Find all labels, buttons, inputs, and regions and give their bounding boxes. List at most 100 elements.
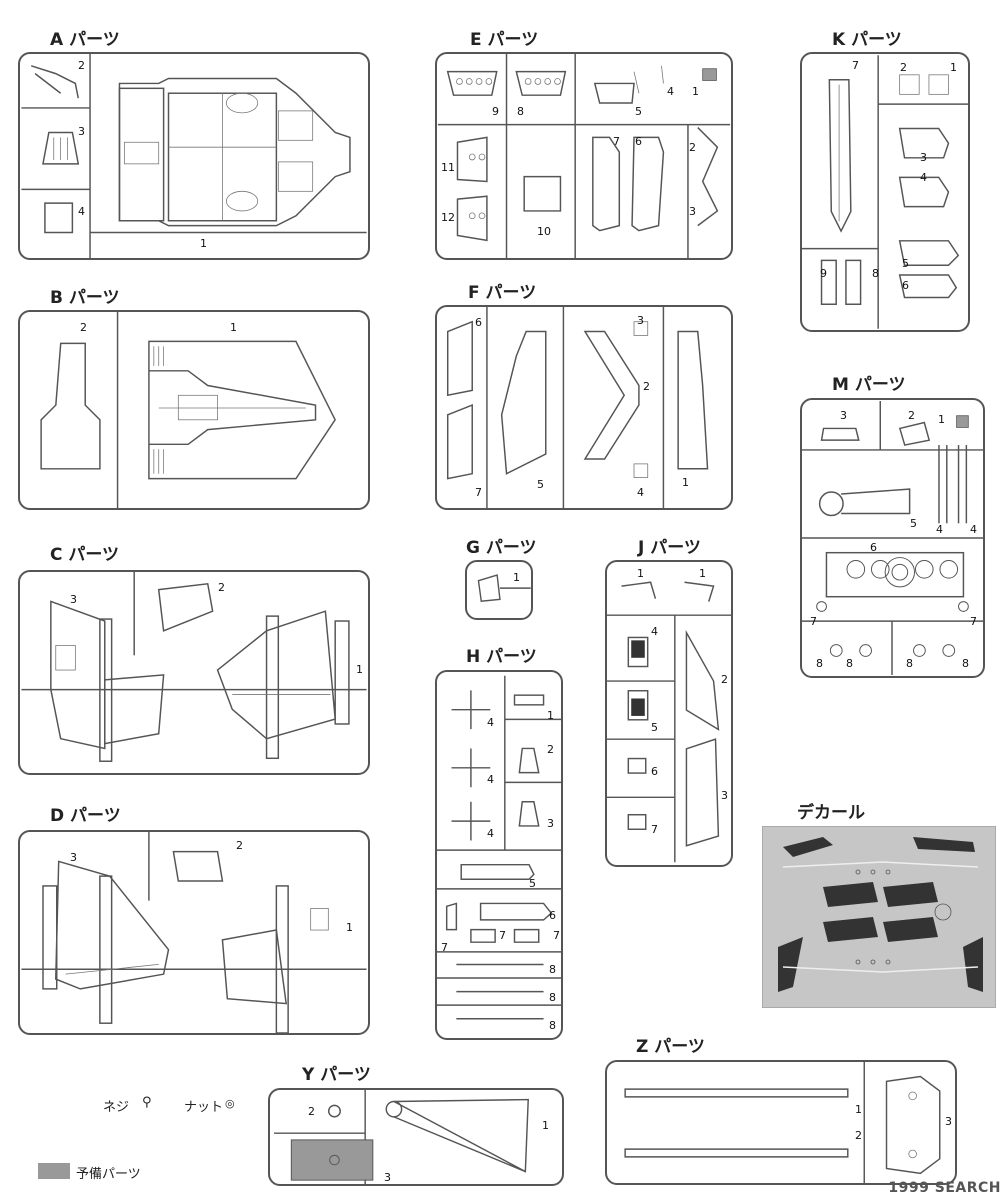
part-number: 8 <box>872 267 879 280</box>
part-number: 3 <box>78 125 85 138</box>
part-number: 4 <box>651 625 658 638</box>
part-number: 6 <box>549 909 556 922</box>
runner-d-drawing <box>21 832 367 1034</box>
part-number: 8 <box>549 991 556 1004</box>
part-number: 5 <box>910 517 917 530</box>
part-number: 3 <box>721 789 728 802</box>
part-number: 8 <box>846 657 853 670</box>
part-number: 3 <box>840 409 847 422</box>
part-number: 6 <box>651 765 658 778</box>
part-number: 8 <box>517 105 524 118</box>
decal-sheet <box>762 826 996 1008</box>
part-number: 8 <box>906 657 913 670</box>
legend-nut-label: ナット <box>184 1100 224 1115</box>
title-g-parts: G パーツ <box>466 538 537 558</box>
runner-c: 3 2 1 <box>18 570 370 775</box>
part-number: 1 <box>699 567 706 580</box>
part-number: 2 <box>855 1129 862 1142</box>
part-number: 2 <box>78 59 85 72</box>
runner-y: 2 1 3 <box>268 1088 564 1186</box>
screw-icon: ⚲ <box>142 1095 152 1110</box>
title-m-parts: M パーツ <box>832 375 906 395</box>
part-number: 5 <box>529 877 536 890</box>
nut-icon: ◎ <box>225 1097 235 1110</box>
part-number: 7 <box>810 615 817 628</box>
part-number: 6 <box>902 279 909 292</box>
title-c-parts: C パーツ <box>50 545 120 565</box>
part-number: 3 <box>689 205 696 218</box>
part-number: 1 <box>938 413 945 426</box>
part-number: 7 <box>613 135 620 148</box>
part-number: 1 <box>692 85 699 98</box>
part-number: 4 <box>637 486 644 499</box>
runner-e: 9 8 5 4 1 11 12 10 7 6 2 3 <box>435 52 733 260</box>
runner-g: 1 <box>465 560 533 620</box>
part-number: 4 <box>487 773 494 786</box>
runner-a-drawing <box>21 54 367 258</box>
runner-j-drawing <box>607 581 731 863</box>
part-number: 8 <box>962 657 969 670</box>
runner-h-drawing <box>437 675 561 1020</box>
part-number: 7 <box>475 486 482 499</box>
part-number: 8 <box>816 657 823 670</box>
part-number: 5 <box>902 257 909 270</box>
runner-m-drawing <box>802 401 983 675</box>
title-b-parts: B パーツ <box>50 288 120 308</box>
part-number: 4 <box>920 171 927 184</box>
part-number: 4 <box>78 205 85 218</box>
part-number: 1 <box>547 709 554 722</box>
part-number: 2 <box>643 380 650 393</box>
runner-g-drawing <box>477 574 531 602</box>
part-number: 10 <box>537 225 551 238</box>
part-number: 3 <box>920 151 927 164</box>
runner-c-drawing <box>21 572 367 762</box>
part-number: 1 <box>855 1103 862 1116</box>
title-j-parts: J パーツ <box>638 538 701 558</box>
runner-z: 1 2 3 <box>605 1060 957 1185</box>
runner-h: 1 4 2 4 3 4 5 6 7 7 7 8 8 8 <box>435 670 563 1040</box>
part-number: 2 <box>236 839 243 852</box>
part-number: 3 <box>547 817 554 830</box>
title-z-parts: Z パーツ <box>636 1037 705 1057</box>
runner-d: 3 2 1 <box>18 830 370 1035</box>
part-number: 3 <box>945 1115 952 1128</box>
part-number: 4 <box>487 827 494 840</box>
part-number: 3 <box>70 593 77 606</box>
part-number: 4 <box>667 85 674 98</box>
part-number: 2 <box>908 409 915 422</box>
runner-z-drawing <box>624 1062 941 1183</box>
title-a-parts: A パーツ <box>50 30 120 50</box>
part-number: 4 <box>487 716 494 729</box>
part-number: 1 <box>637 567 644 580</box>
part-number: 7 <box>852 59 859 72</box>
watermark: 1999 SEARCH <box>888 1180 1001 1196</box>
part-number: 8 <box>549 963 556 976</box>
part-number: 6 <box>475 316 482 329</box>
runner-j: 1 1 4 5 2 6 3 7 <box>605 560 733 867</box>
part-number: 5 <box>651 721 658 734</box>
part-number: 1 <box>346 921 353 934</box>
decal-sheet-drawing <box>778 837 983 992</box>
title-decal: デカール <box>797 803 865 823</box>
part-number: 2 <box>308 1105 315 1118</box>
part-number: 8 <box>549 1019 556 1032</box>
part-number: 2 <box>80 321 87 334</box>
runner-f: 6 7 5 3 2 4 1 <box>435 305 733 510</box>
part-number: 1 <box>682 476 689 489</box>
title-h-parts: H パーツ <box>466 647 537 667</box>
part-number: 7 <box>651 823 658 836</box>
legend-spare-label: 予備パーツ <box>76 1167 141 1182</box>
part-number: 2 <box>547 743 554 756</box>
part-number: 7 <box>970 615 977 628</box>
runner-a: 2 3 4 1 <box>18 52 370 260</box>
legend-screw-label: ネジ <box>103 1100 130 1115</box>
part-number: 1 <box>200 237 207 250</box>
title-f-parts: F パーツ <box>468 283 537 303</box>
spare-swatch <box>38 1163 70 1179</box>
runner-b-drawing <box>40 312 336 508</box>
part-number: 6 <box>870 541 877 554</box>
title-d-parts: D パーツ <box>50 806 121 826</box>
part-number: 6 <box>635 135 642 148</box>
part-number: 2 <box>900 61 907 74</box>
title-y-parts: Y パーツ <box>302 1065 371 1085</box>
